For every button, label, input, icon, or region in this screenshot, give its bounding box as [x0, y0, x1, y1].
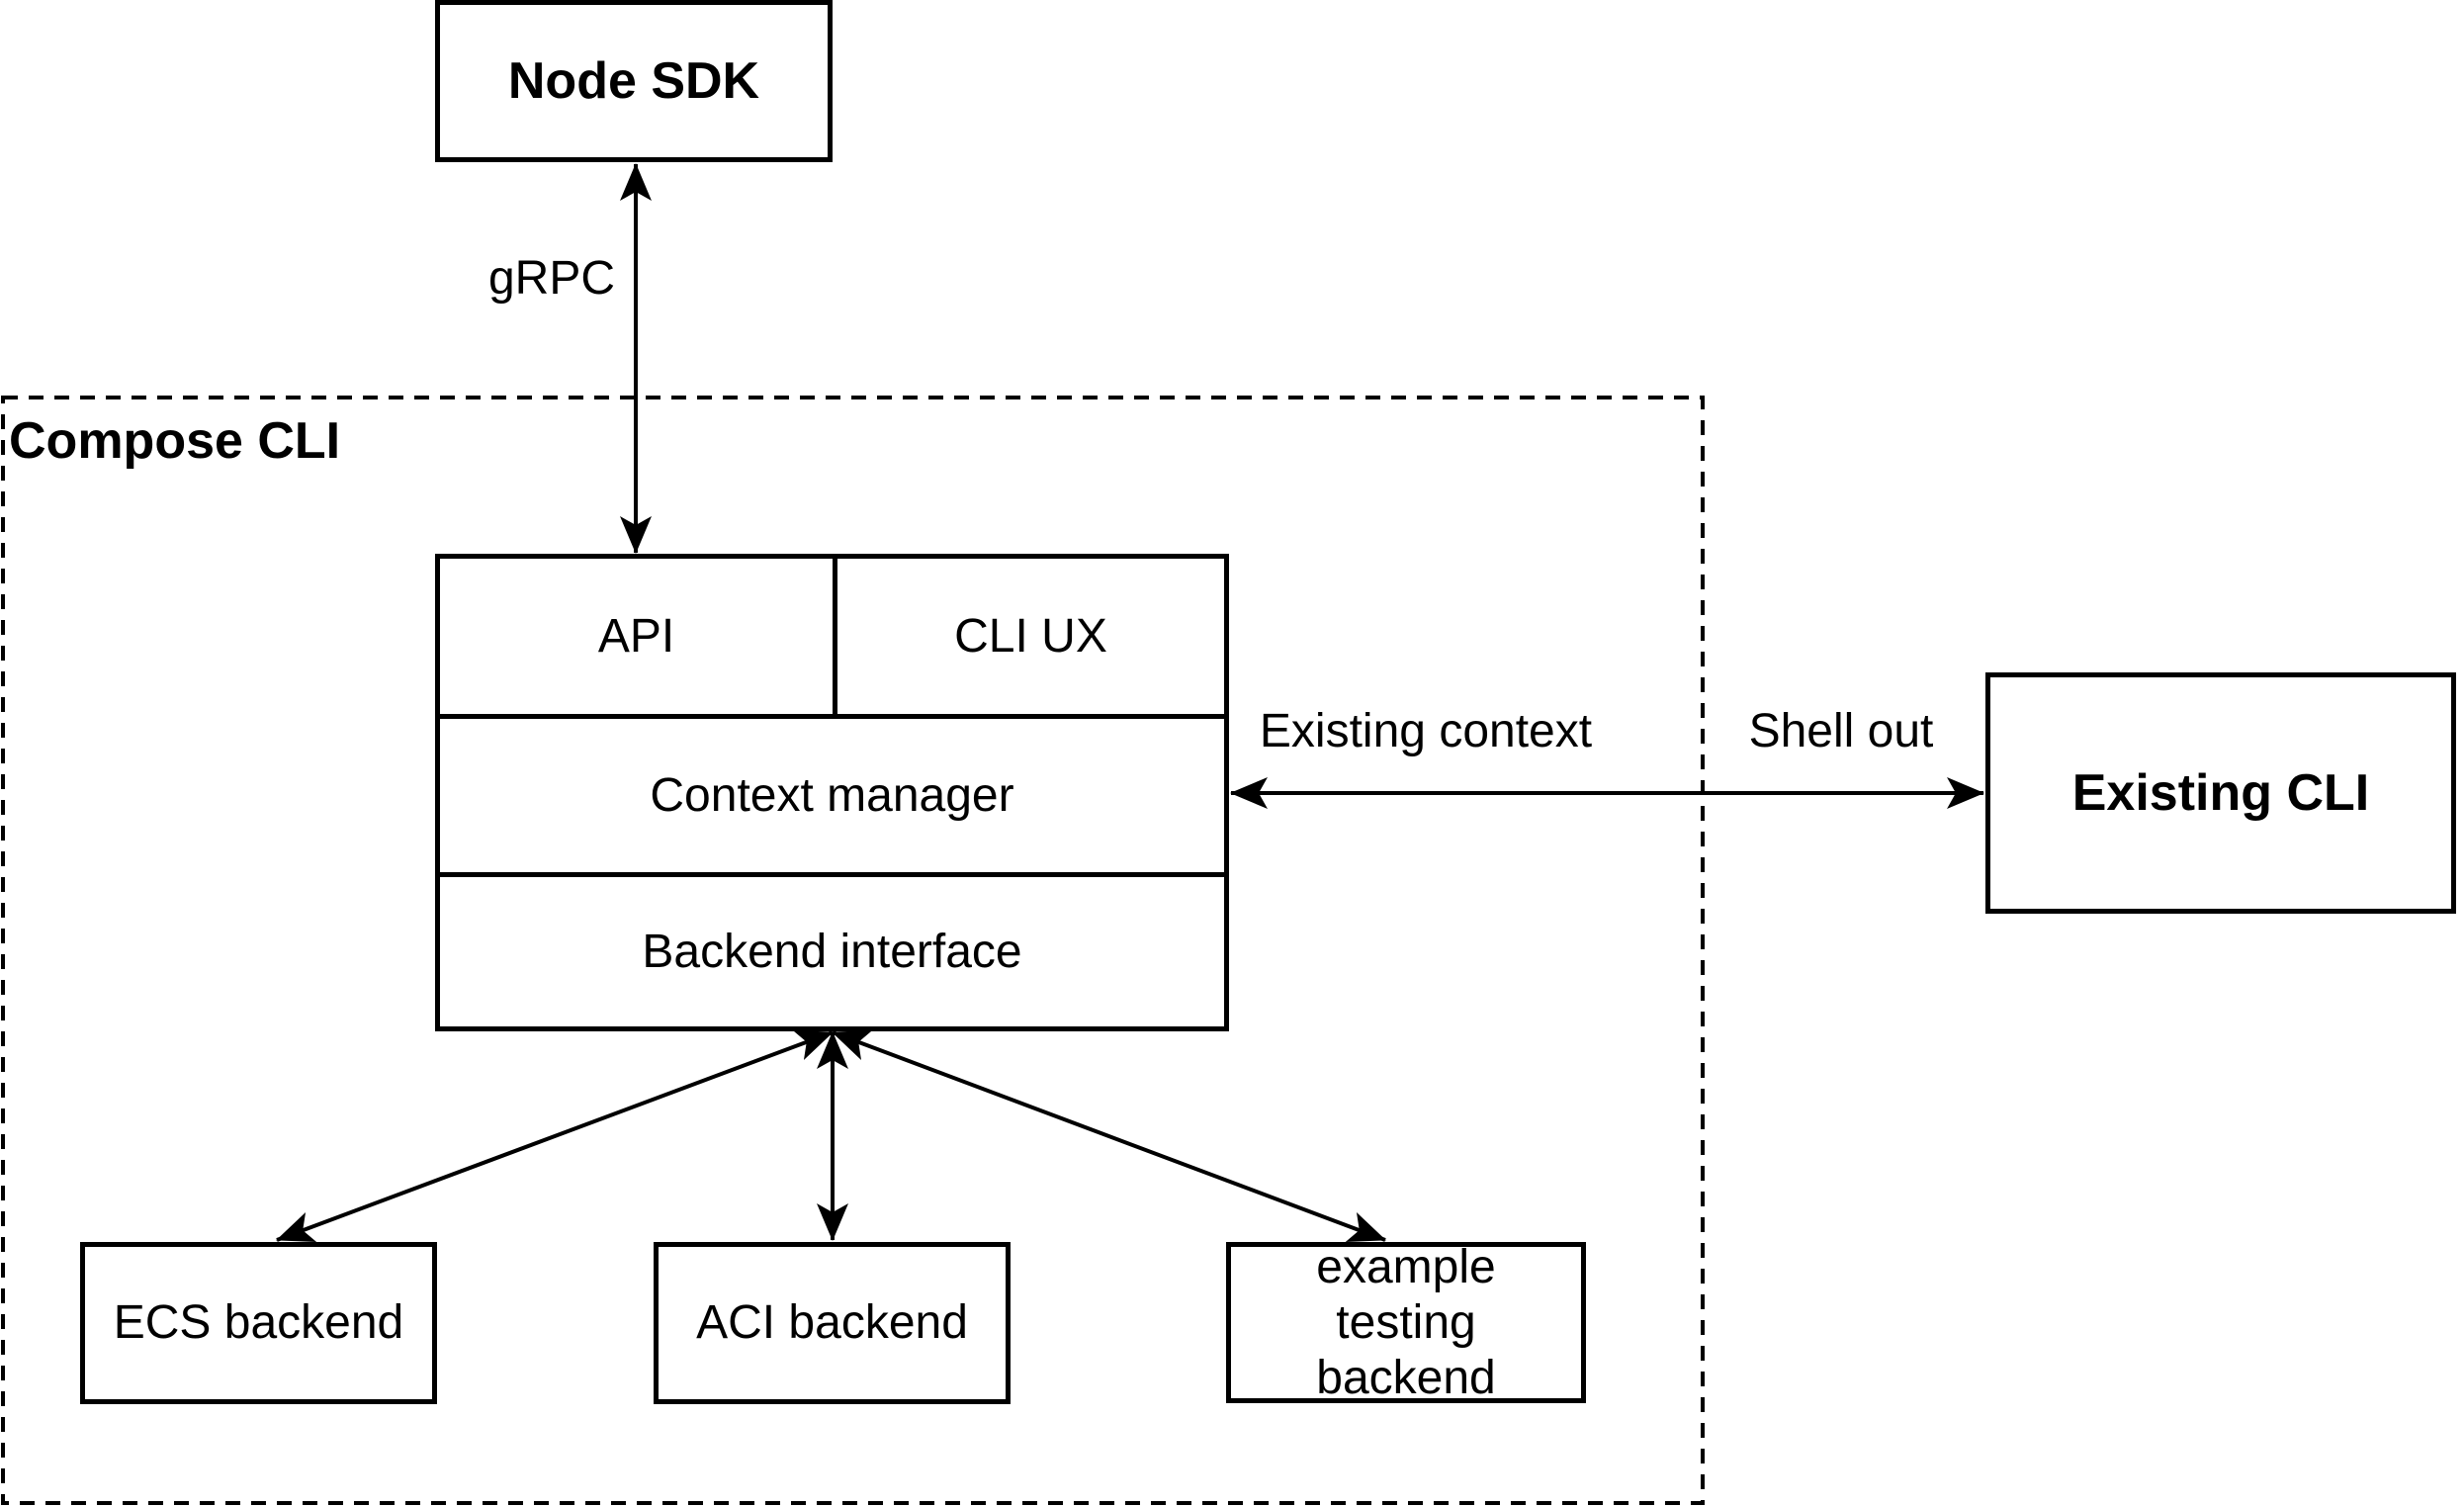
- existing-cli-label: Existing CLI: [2071, 764, 2370, 822]
- grpc-edge-label: gRPC: [487, 252, 615, 305]
- node-sdk-label: Node SDK: [507, 52, 760, 110]
- shell-out-edge-label: Shell out: [1748, 705, 1934, 757]
- node-sdk-box: Node SDK: [435, 0, 833, 162]
- aci-backend-label: ACI backend: [696, 1296, 968, 1349]
- context-manager-label: Context manager: [650, 768, 1014, 822]
- compose-core-stack: API CLI UX Context manager Backend inter…: [435, 554, 1229, 1031]
- ecs-backend-label: ECS backend: [113, 1296, 404, 1349]
- compose-cli-container-label: Compose CLI: [9, 412, 341, 470]
- backend-interface-cell: Backend interface: [440, 877, 1224, 1026]
- cli-ux-label: CLI UX: [954, 609, 1107, 663]
- ecs-backend-box: ECS backend: [80, 1242, 437, 1404]
- api-label: API: [597, 609, 675, 663]
- row2-row3-divider: [440, 872, 1224, 877]
- cli-ux-cell: CLI UX: [837, 559, 1224, 714]
- api-cliux-divider: [833, 559, 837, 714]
- backend-interface-label: Backend interface: [642, 925, 1022, 978]
- api-cell: API: [440, 559, 833, 714]
- existing-context-edge-label: Existing context: [1259, 705, 1593, 757]
- backend-to-example-arrow: [832, 1030, 1386, 1242]
- context-manager-cell: Context manager: [440, 719, 1224, 872]
- backend-to-ecs-arrow: [276, 1029, 834, 1243]
- example-testing-backend-box: example testing backend: [1226, 1240, 1586, 1404]
- example-testing-backend-label: example testing backend: [1316, 1240, 1496, 1404]
- aci-backend-box: ACI backend: [654, 1242, 1011, 1404]
- existing-cli-box: Existing CLI: [1985, 672, 2456, 914]
- row1-row2-divider: [440, 714, 1224, 719]
- compose-cli-container-border: [1, 396, 1705, 1505]
